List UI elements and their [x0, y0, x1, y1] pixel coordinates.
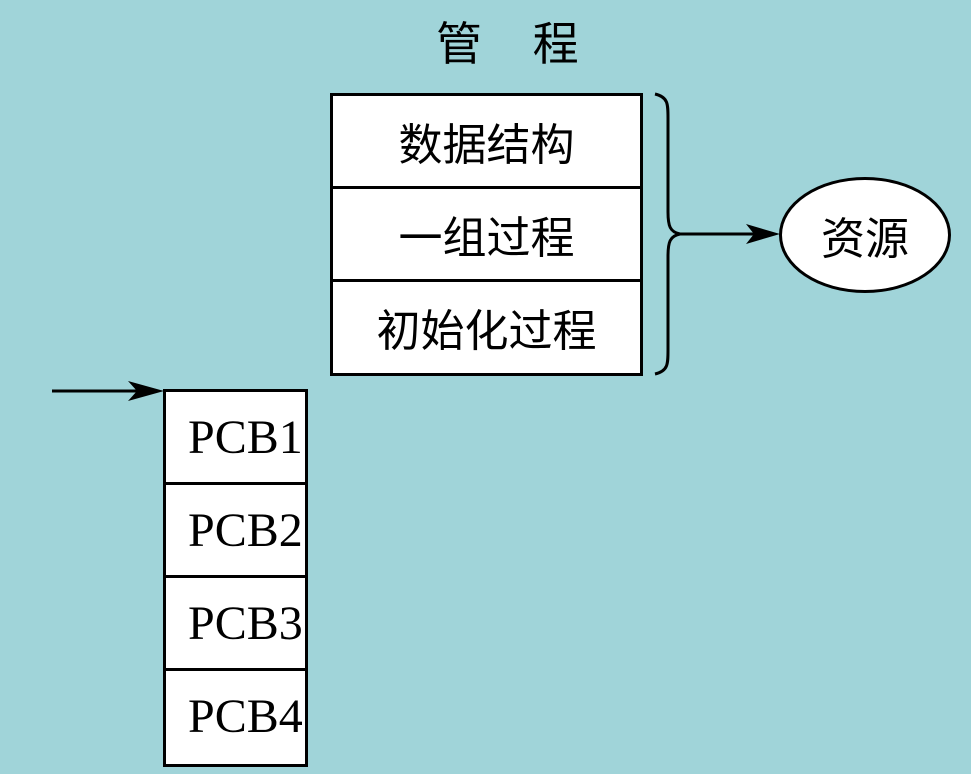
queue-entry-arrowhead-icon [128, 381, 164, 401]
resource-ellipse: 资源 [779, 177, 951, 293]
pcb-item-2: PCB2 [166, 485, 305, 578]
monitor-row-procedures: 一组过程 [333, 189, 640, 282]
monitor-row-initialization: 初始化过程 [376, 305, 597, 357]
pcb-item-4: PCB4 [188, 690, 303, 743]
pcb-item-1: PCB1 [166, 392, 305, 485]
brace-icon [654, 92, 681, 376]
monitor-box: 数据结构 一组过程 初始化过程 [330, 93, 643, 376]
monitor-title: 管 程 [436, 17, 597, 71]
pcb-item-3: PCB3 [166, 578, 305, 671]
monitor-row-data-structure: 数据结构 [333, 96, 640, 189]
brace-to-resource-arrowhead-icon [746, 224, 780, 244]
pcb-queue: PCB1 PCB2 PCB3 PCB4 [163, 389, 308, 767]
